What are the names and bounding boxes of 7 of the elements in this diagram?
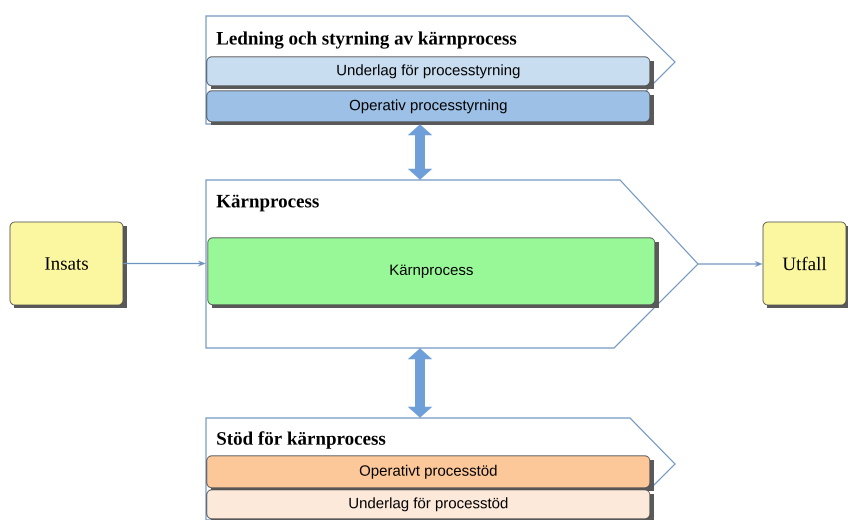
input-box: Insats	[10, 222, 124, 306]
process-box: Operativt processtöd	[206, 455, 650, 488]
process-box: Underlag för processtyrning	[206, 56, 650, 86]
process-box: Operativ processtyrning	[206, 90, 650, 122]
process-box: Kärnprocess	[207, 237, 656, 306]
process-box: Underlag för processtöd	[206, 489, 650, 520]
output-box: Utfall	[762, 222, 846, 306]
